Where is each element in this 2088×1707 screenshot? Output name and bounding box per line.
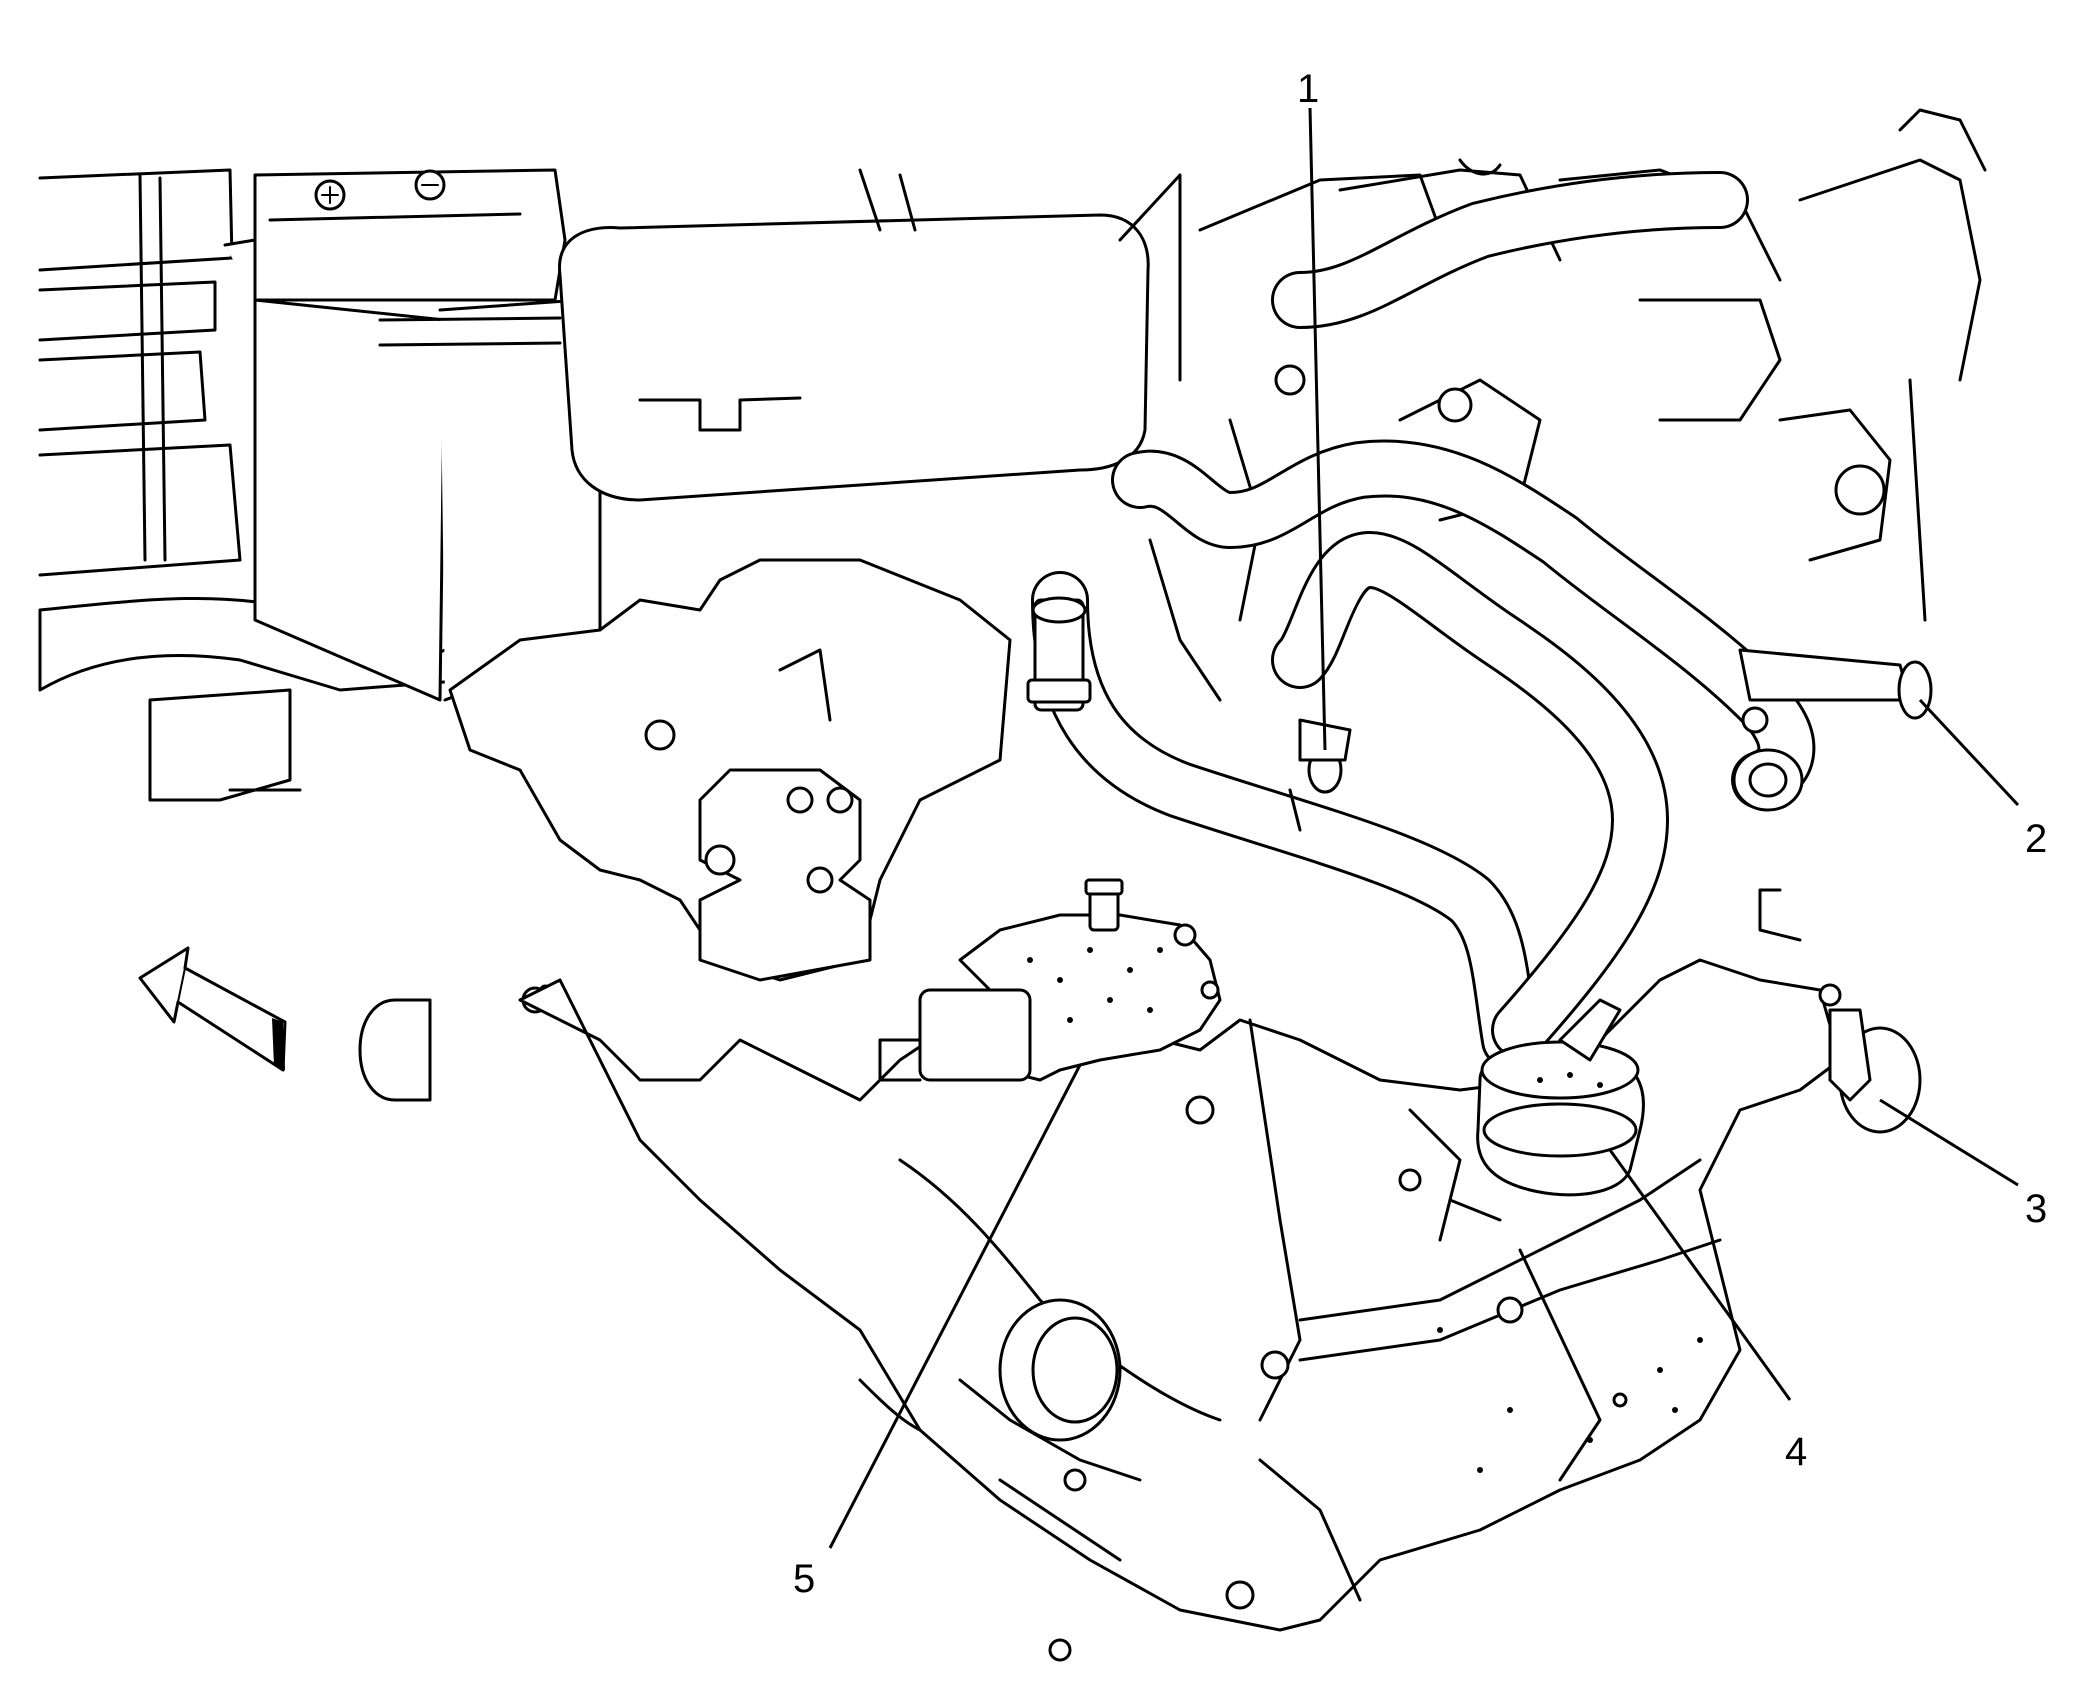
callout-labels: 1 2 3 4 5 [793,67,2047,1601]
leader-line-5 [828,1064,1082,1549]
component-5-range-switch [878,878,1222,1082]
forward-arrow-icon [138,946,287,1072]
callout-4: 4 [1785,1430,1807,1474]
transaxle-case [518,958,1842,1662]
leader-line-3 [1879,1098,2019,1187]
component-4-canister [1476,998,1645,1197]
component-3-sensor [1758,888,1922,1134]
engine-mount-bracket [358,558,1012,1102]
callout-2: 2 [2025,817,2047,861]
air-cleaner-housing [558,168,1182,502]
leader-line-2 [1918,698,2020,807]
leader-lines [828,107,2020,1549]
battery [223,168,602,702]
callout-1: 1 [1297,67,1319,111]
component-2-fitting [1738,378,1933,734]
leader-line-1 [1308,107,1327,751]
leader-line-4 [1608,1149,1792,1401]
callout-3: 3 [2025,1187,2047,1231]
callout-5: 5 [793,1557,815,1601]
